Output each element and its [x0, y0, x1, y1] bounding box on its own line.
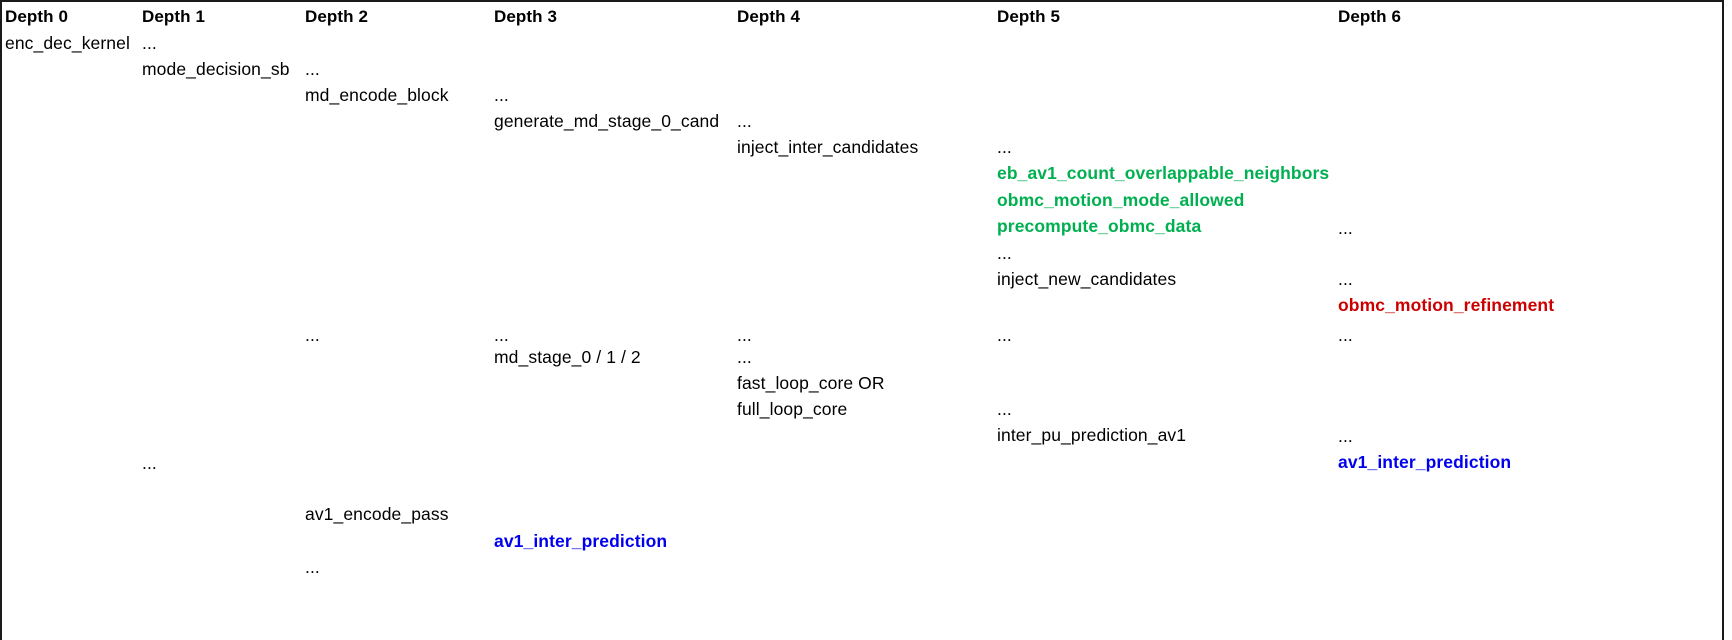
- entry-generate-md-stage-0-cand: generate_md_stage_0_cand: [494, 111, 720, 131]
- ellipsis-depth4-c: ...: [737, 347, 752, 367]
- entry-md-encode-block: md_encode_block: [305, 85, 449, 105]
- entry-enc-dec-kernel: enc_dec_kernel: [5, 33, 130, 53]
- ellipsis-depth2-a: ...: [305, 59, 320, 79]
- entry-inject-new-candidates: inject_new_candidates: [997, 269, 1177, 289]
- column-header-depth-2: Depth 2: [305, 7, 369, 26]
- ellipsis-depth1-b: ...: [142, 453, 157, 473]
- ellipsis-depth5-b: ...: [997, 243, 1012, 263]
- ellipsis-depth6-a: ...: [1338, 218, 1353, 238]
- ellipsis-depth4-a: ...: [737, 111, 752, 131]
- entry-inter-pu-prediction-av1: inter_pu_prediction_av1: [997, 425, 1187, 445]
- column-header-depth-4: Depth 4: [737, 7, 801, 26]
- entry-md-stage-0-1-2: md_stage_0 / 1 / 2: [494, 347, 641, 367]
- entry-full-loop-core: full_loop_core: [737, 399, 848, 419]
- entry-eb-av1-count-overlappable-neighbors: eb_av1_count_overlappable_neighbors: [997, 163, 1330, 183]
- ellipsis-depth5-c: ...: [997, 325, 1012, 345]
- entry-obmc-motion-refinement: obmc_motion_refinement: [1338, 295, 1555, 315]
- ellipsis-depth3-b: ...: [494, 325, 509, 345]
- entry-precompute-obmc-data: precompute_obmc_data: [997, 216, 1202, 236]
- ellipsis-depth5-d: ...: [997, 399, 1012, 419]
- ellipsis-depth6-b: ...: [1338, 269, 1353, 289]
- ellipsis-depth4-b: ...: [737, 325, 752, 345]
- column-header-depth-0: Depth 0: [5, 7, 69, 26]
- entry-fast-loop-core-or: fast_loop_core OR: [737, 373, 885, 393]
- column-header-depth-1: Depth 1: [142, 7, 206, 26]
- ellipsis-depth6-c: ...: [1338, 325, 1353, 345]
- ellipsis-depth5-a: ...: [997, 137, 1012, 157]
- ellipsis-depth6-d: ...: [1338, 426, 1353, 446]
- entry-obmc-motion-mode-allowed: obmc_motion_mode_allowed: [997, 190, 1245, 210]
- entry-inject-inter-candidates: inject_inter_candidates: [737, 137, 919, 157]
- column-header-depth-6: Depth 6: [1338, 7, 1402, 26]
- column-header-depth-3: Depth 3: [494, 7, 558, 26]
- entry-av1-encode-pass: av1_encode_pass: [305, 504, 449, 524]
- entry-mode-decision-sb: mode_decision_sb: [142, 59, 290, 79]
- ellipsis-depth2-c: ...: [305, 557, 320, 577]
- entry-av1-inter-prediction-depth6: av1_inter_prediction: [1338, 452, 1512, 472]
- ellipsis-depth3-a: ...: [494, 85, 509, 105]
- entry-av1-inter-prediction-depth3: av1_inter_prediction: [494, 531, 668, 551]
- ellipsis-depth1-a: ...: [142, 33, 157, 53]
- column-header-depth-5: Depth 5: [997, 7, 1061, 26]
- ellipsis-depth2-b: ...: [305, 325, 320, 345]
